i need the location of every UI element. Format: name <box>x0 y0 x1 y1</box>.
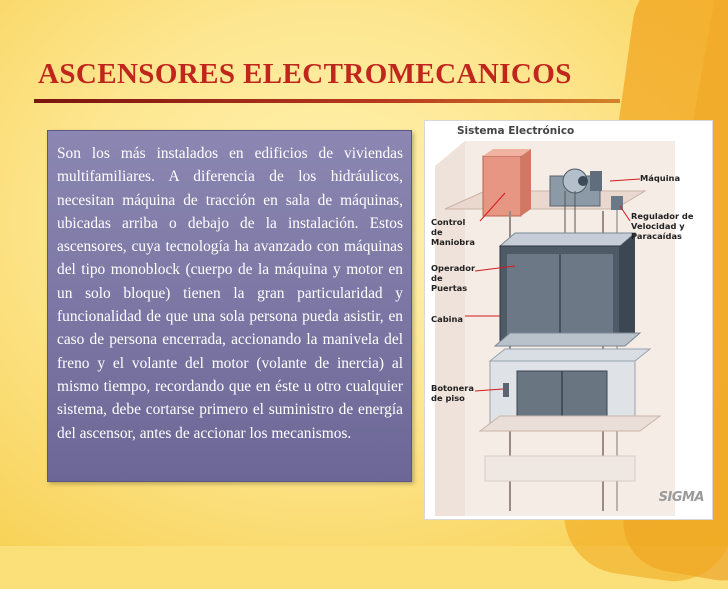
label-operador: Operador de Puertas <box>431 263 476 293</box>
pointer-regulador <box>619 205 631 222</box>
pit-floor <box>484 455 636 482</box>
elevator-diagram: Sistema Electrónico Máquina Regulador de… <box>424 120 713 520</box>
pointer-maquina <box>609 178 641 182</box>
label-botonera: Botonera de piso <box>431 383 474 403</box>
cabin-side <box>620 233 635 346</box>
control-cabinet <box>482 155 522 217</box>
shaft-side <box>435 141 465 516</box>
landing-header <box>488 348 652 362</box>
body-paragraph: Son los más instalados en edificios de v… <box>57 145 403 442</box>
label-control: Control de Maniobra <box>431 217 475 247</box>
pointer-control <box>479 192 506 222</box>
diagram-title: Sistema Electrónico <box>457 125 575 137</box>
pointer-botonera <box>474 388 504 392</box>
elevator-illustration <box>435 141 675 516</box>
title-underline <box>34 99 620 103</box>
control-cabinet-side <box>521 149 531 216</box>
label-regulador: Regulador de Velocidad y Paracaídas <box>631 211 694 241</box>
control-cabinet-top <box>483 149 531 156</box>
landing-button-panel <box>503 383 509 397</box>
pointer-operador <box>474 265 516 272</box>
machine-hub <box>578 176 588 186</box>
landing-floor <box>478 415 662 432</box>
machine-motor <box>590 171 602 191</box>
label-maquina: Máquina <box>640 173 681 183</box>
cabin-roof <box>498 232 637 247</box>
cabin-floor <box>493 332 642 347</box>
label-cabina: Cabina <box>431 314 463 324</box>
sigma-logo: SIGMA <box>658 490 705 505</box>
slide-title: ASCENSORES ELECTROMECANICOS <box>38 58 572 90</box>
body-text-box: Son los más instalados en edificios de v… <box>47 130 412 482</box>
